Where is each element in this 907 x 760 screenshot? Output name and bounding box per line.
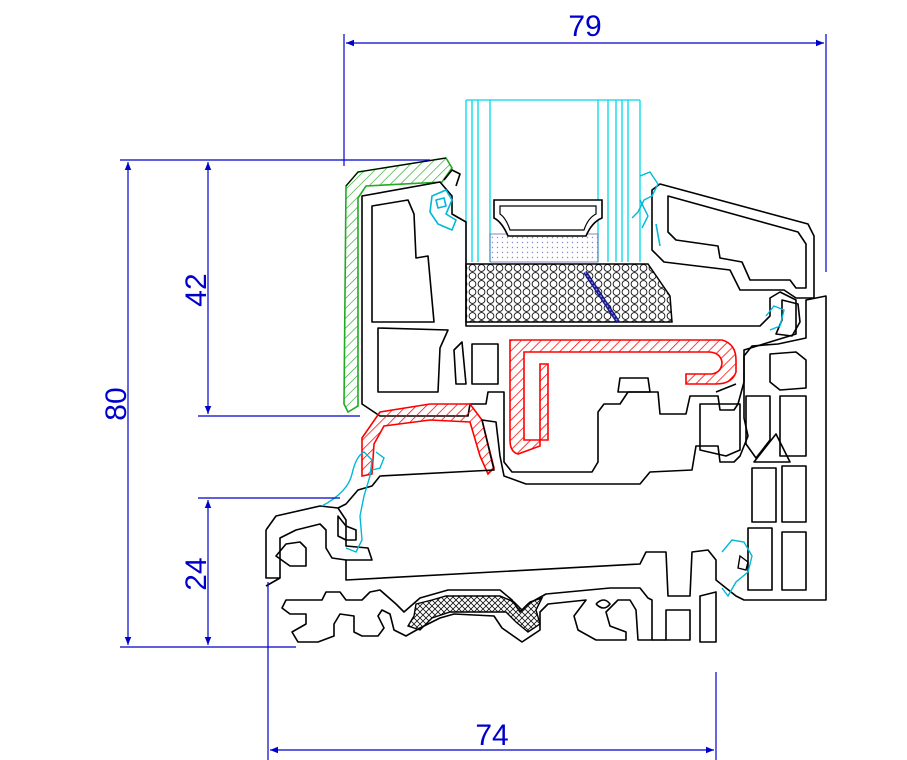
steel-reinforcement: [361, 339, 737, 477]
dimension-sash-height: 42: [180, 273, 213, 306]
glass-unit: [465, 99, 641, 262]
frame-gaskets: [321, 305, 785, 598]
dimension-top-width: 79: [568, 10, 601, 43]
dimension-frame-height: 24: [180, 557, 213, 590]
sash-exterior-leg: [651, 183, 815, 299]
glazing-sealant: [465, 263, 673, 324]
glass-outer-gasket: [631, 171, 659, 229]
glass-spacer: [489, 199, 603, 263]
dimension-total-height: 80: [100, 387, 133, 420]
dimension-bottom-width: 74: [475, 719, 508, 752]
sash-profile: [361, 169, 797, 473]
dimension-lines: [120, 34, 827, 760]
glazing-bead: [343, 157, 453, 414]
center-seal: [406, 595, 544, 633]
